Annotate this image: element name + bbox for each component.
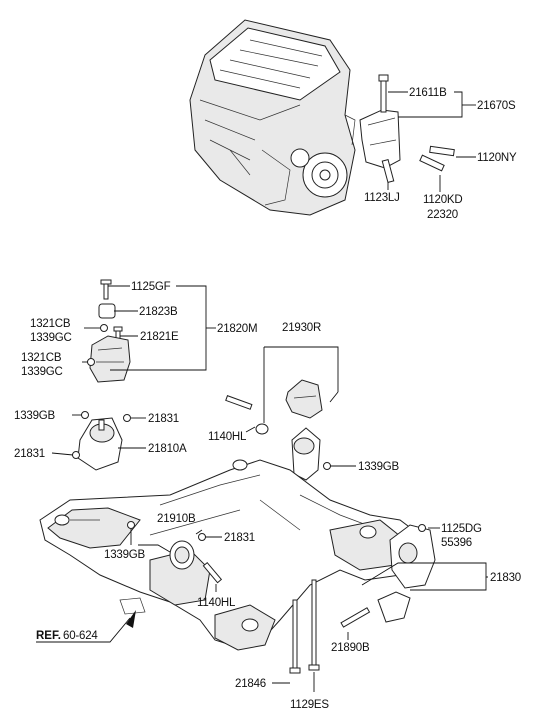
label-21823b: 21823B (139, 306, 178, 318)
bottom-bolts (272, 579, 320, 692)
label-1120ny: 1120NY (477, 152, 517, 164)
label-1120kd: 1120KD (423, 194, 463, 206)
left-mount-leader-lines (51, 285, 216, 456)
label-1339gb-a: 1339GB (14, 410, 56, 422)
label-1339gb-b: 1339GB (358, 461, 400, 473)
upper-leader-lines (387, 91, 476, 192)
label-21831-c: 21831 (224, 532, 255, 544)
transmission-mount-21830 (340, 524, 488, 640)
label-21830: 21830 (490, 572, 521, 584)
label-21890b: 21890B (331, 642, 370, 654)
engine-bracket-21670s (359, 74, 455, 184)
label-1339gb-c: 1339GB (104, 549, 146, 561)
label-1125gf: 1125GF (131, 281, 171, 293)
label-21846: 21846 (235, 678, 266, 690)
label-21820m: 21820M (217, 323, 257, 335)
label-21810a: 21810A (148, 443, 187, 455)
label-1339gc-a: 1339GC (30, 332, 72, 344)
label-21930r: 21930R (282, 322, 321, 334)
label-22320: 22320 (427, 209, 458, 221)
label-ref-prefix: REF. (36, 630, 61, 642)
label-1140hl-b: 1140HL (197, 597, 236, 609)
label-21821e: 21821E (140, 331, 179, 343)
front-subframe (39, 459, 421, 651)
label-21611b: 21611B (409, 87, 447, 99)
rear-mount-21930r (225, 346, 356, 481)
label-1123lj: 1123LJ (364, 192, 400, 204)
label-ref-number: 60-624 (63, 630, 98, 642)
label-1129es: 1129ES (290, 699, 329, 711)
label-1140hl-a: 1140HL (208, 431, 247, 443)
part-labels: 21611B 21670S 1120NY 1123LJ 1120KD 22320… (14, 87, 521, 711)
label-1339gc-b: 1339GC (21, 366, 63, 378)
label-21831-a: 21831 (148, 413, 179, 425)
label-55396: 55396 (441, 537, 472, 549)
label-1321cb-a: 1321CB (30, 318, 71, 330)
mount-21910b (127, 521, 223, 592)
engine-mount-assembly-left (72, 279, 131, 471)
label-21831-b: 21831 (14, 448, 45, 460)
ref-arrow (36, 610, 136, 643)
label-1125dg: 1125DG (441, 523, 482, 535)
engine-assembly (189, 19, 356, 216)
label-21670s: 21670S (477, 100, 516, 112)
label-1321cb-b: 1321CB (21, 352, 62, 364)
label-21910b: 21910B (157, 513, 196, 525)
